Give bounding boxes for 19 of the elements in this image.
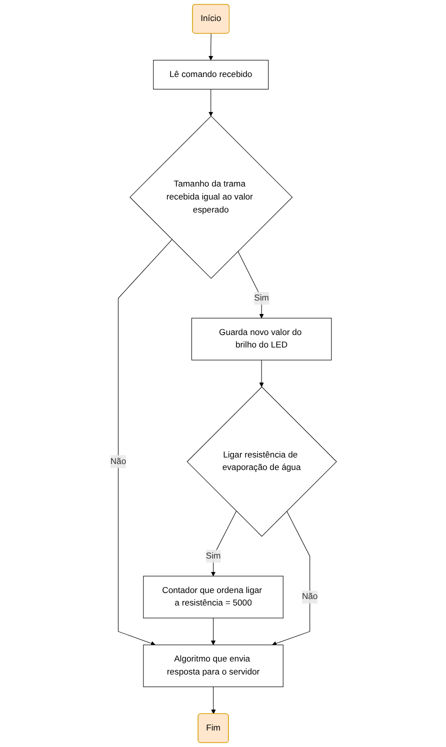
arrow [258, 360, 264, 388]
node-box: Guarda novo valor do brilho do LED [190, 318, 332, 360]
arrow [210, 686, 216, 714]
edge-label: Não [302, 592, 318, 602]
edge-label: Sim [254, 293, 269, 303]
arrow [118, 239, 172, 646]
node-diamond: Ligar resistência de evaporação de água [186, 386, 336, 537]
arrow [237, 251, 264, 318]
edge-label: Não [110, 456, 126, 466]
node-box: Algoritmo que envia resposta para o servidor [142, 644, 283, 688]
node-diamond: Tamanho da trama recebida igual ao valor esperado [129, 116, 292, 279]
arrow [208, 88, 213, 116]
arrow [208, 33, 213, 60]
arrow [210, 618, 216, 646]
arrow [271, 510, 310, 646]
edge-label: Sim [205, 551, 220, 561]
node-box: Lê comando recebido [152, 60, 268, 90]
arrow [210, 510, 236, 576]
node-box: Contador que ordena ligar a resistência = 5000 [142, 576, 283, 618]
